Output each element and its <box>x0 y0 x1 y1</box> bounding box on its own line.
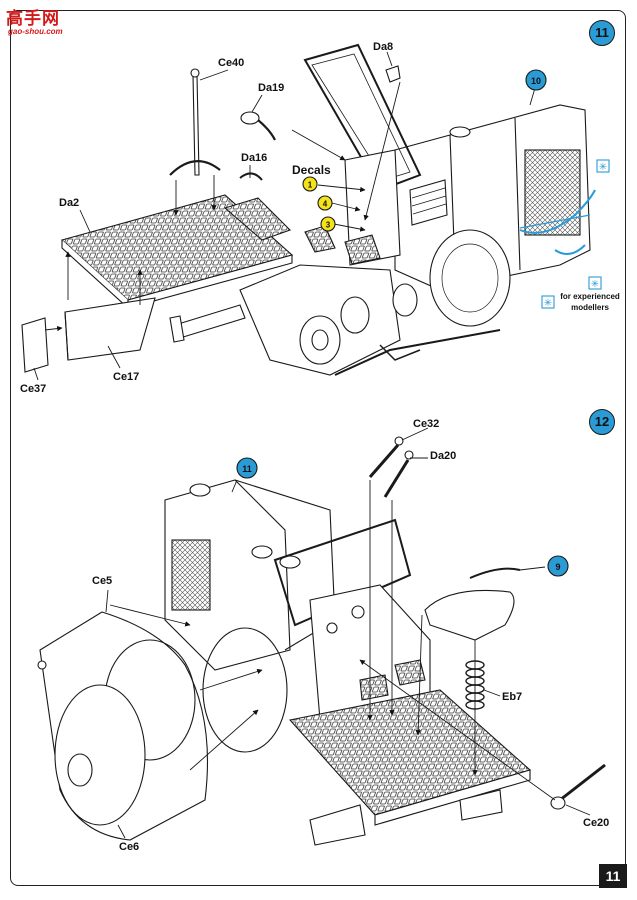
seat-part <box>424 589 515 641</box>
fender-disk-ce6 <box>54 684 146 826</box>
decal-marker <box>302 176 318 192</box>
decal-marker <box>320 216 336 232</box>
step-number-11: 11 <box>589 20 615 46</box>
watermark-logo: 高手网 gao-shou.com <box>4 4 74 38</box>
subassembly-ref-9: 9 <box>555 562 560 572</box>
label-ce32: Ce32 <box>413 418 439 430</box>
label-da2: Da2 <box>59 197 79 209</box>
label-da20: Da20 <box>430 450 456 462</box>
subassembly-ref-10: 10 <box>531 76 541 86</box>
label-da8: Da8 <box>373 41 393 53</box>
step-11-drawing: ✳ ✳ ✳ <box>21 43 610 381</box>
toolbox-ce17 <box>64 297 156 361</box>
step-12-drawing <box>37 427 606 846</box>
toolbox-ce37 <box>21 317 49 373</box>
label-ce6: Ce6 <box>119 841 139 853</box>
page-number: 11 <box>599 864 627 888</box>
svg-text:✳: ✳ <box>599 162 607 173</box>
page-frame <box>10 10 626 886</box>
label-ce40: Ce40 <box>218 57 244 69</box>
radiator-grille <box>524 149 581 236</box>
svg-text:✳: ✳ <box>544 298 552 309</box>
note-line-1: for experienced <box>560 292 620 301</box>
decal-marker <box>317 195 333 211</box>
decal-ref-3: 3 <box>326 221 331 230</box>
subassembly-bubble <box>525 69 547 91</box>
watermark-text: 高手网 <box>6 9 60 29</box>
watermark-url: gao-shou.com <box>8 27 63 36</box>
label-ce37: Ce37 <box>20 383 46 395</box>
label-decals: Decals <box>292 163 331 177</box>
step-number-12: 12 <box>589 409 615 435</box>
label-eb7: Eb7 <box>502 691 522 703</box>
svg-text:✳: ✳ <box>591 279 599 290</box>
label-da19: Da19 <box>258 82 284 94</box>
windshield-frame <box>303 43 422 192</box>
decal-ref-1: 1 <box>308 181 313 190</box>
decal-ref-4: 4 <box>323 200 328 209</box>
subassembly-ref-11: 11 <box>242 464 252 474</box>
note-line-2: modellers <box>571 303 609 312</box>
experience-symbol <box>596 159 610 173</box>
label-ce5: Ce5 <box>92 575 112 587</box>
label-ce20: Ce20 <box>583 817 609 829</box>
label-da16: Da16 <box>241 152 267 164</box>
label-ce17: Ce17 <box>113 371 139 383</box>
